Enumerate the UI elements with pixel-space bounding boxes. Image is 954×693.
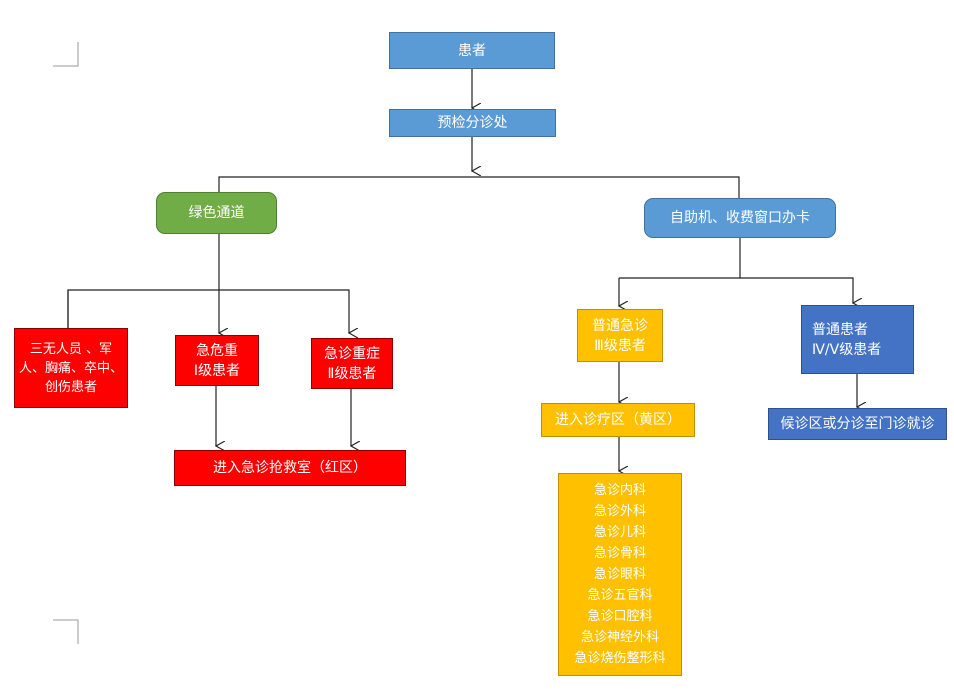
branch-line-top (218, 176, 740, 198)
normal-emergency-line-1: 普通急诊 (592, 317, 648, 334)
severe-line-2: Ⅱ级患者 (327, 365, 377, 382)
node-green-channel: 绿色通道 (156, 192, 277, 234)
node-normal-emergency-level-3: 普通急诊 Ⅲ级患者 (577, 309, 663, 362)
general-patients-line-2: Ⅳ/Ⅴ级患者 (812, 341, 882, 358)
node-emergency-departments: 急诊内科 急诊外科 急诊儿科 急诊骨科 急诊眼科 急诊五官科 急诊口腔科 急诊神… (558, 473, 682, 676)
branch-line-right (619, 238, 741, 279)
department-item: 急诊五官科 (587, 588, 653, 603)
department-item: 急诊口腔科 (587, 609, 653, 624)
department-item: 急诊内科 (593, 483, 646, 498)
arrow-to-general (740, 277, 853, 303)
department-item: 急诊儿科 (593, 525, 646, 540)
node-special-patients: 三无人员 、军 人、胸痛、卒中、 创伤患者 (14, 328, 128, 408)
node-red-zone: 进入急诊抢救室（红区） (174, 450, 406, 486)
node-triage-desk: 预检分诊处 (389, 109, 556, 137)
department-item: 急诊神经外科 (580, 630, 659, 645)
special-patients-line-1: 三无人员 、军 (29, 341, 113, 357)
node-self-service-card: 自助机、收费窗口办卡 (644, 198, 836, 238)
critical-line-1: 急危重 (196, 342, 238, 359)
department-item: 急诊眼科 (593, 567, 646, 582)
department-item: 急诊外科 (593, 504, 646, 519)
severe-line-1: 急诊重症 (324, 345, 380, 362)
node-general-patients-level-4-5: 普通患者 Ⅳ/Ⅴ级患者 (801, 305, 914, 374)
branch-line-green (67, 289, 349, 333)
general-patients-line-1: 普通患者 (812, 321, 868, 338)
node-patient: 患者 (389, 32, 555, 69)
node-critical-level-1: 急危重 Ⅰ级患者 (175, 335, 259, 386)
node-severe-level-2: 急诊重症 Ⅱ级患者 (311, 338, 393, 389)
node-waiting-area: 候诊区或分诊至门诊就诊 (768, 408, 947, 440)
critical-line-2: Ⅰ级患者 (193, 362, 241, 379)
node-yellow-zone: 进入诊疗区（黄区） (541, 403, 695, 437)
department-item: 急诊烧伤整形科 (574, 651, 666, 666)
special-patients-line-2: 人、胸痛、卒中、 (18, 360, 123, 376)
department-item: 急诊骨科 (593, 546, 646, 561)
page-corner-marks (53, 42, 79, 644)
normal-emergency-line-2: Ⅲ级患者 (594, 337, 646, 354)
special-patients-line-3: 创伤患者 (44, 379, 97, 395)
